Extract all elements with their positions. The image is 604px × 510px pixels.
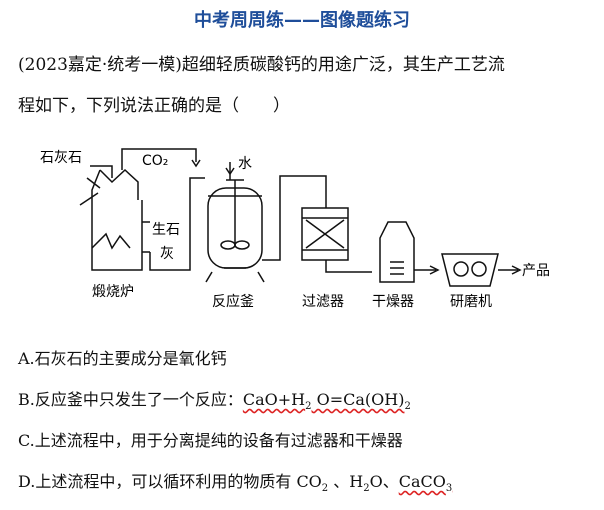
option-c[interactable]: C.上述流程中，用于分离提纯的设备有过滤器和干燥器 [18,431,403,450]
filter-label: 过滤器 [302,294,344,310]
limestone-label: 石灰石 [40,150,82,166]
reactor-shape [205,179,265,283]
kiln-label: 煅烧炉 [92,284,134,300]
page-title: 中考周周练——图像题练习 [194,10,410,31]
option-b-equation: CaO+H2 O=Ca(OH)2 [242,390,411,413]
grinder-label: 研磨机 [450,294,492,310]
filter-shape [301,207,349,261]
filter-to-dryer-line [325,260,372,273]
dryer-label: 干燥器 [372,294,414,310]
question-line-2: 程如下，下列说法正确的是（ ） [18,96,290,116]
co2-line [121,148,197,170]
water-label: 水 [238,156,252,172]
product-label: 产品 [522,263,550,279]
quicklime-label-2: 灰 [160,246,174,262]
option-b[interactable]: B.反应釜中只发生了一个反应：CaO+H2 O=Ca(OH)2 [18,386,411,412]
option-b-text: B.反应釜中只发生了一个反应： [18,390,243,409]
reactor-to-filter-line [262,175,327,261]
kiln-shape [79,168,150,271]
grinder-shape [441,253,499,287]
limestone-feed-line [90,165,113,178]
option-a[interactable]: A.石灰石的主要成分是氧化钙 [18,349,227,368]
quicklime-label-1: 生石 [152,222,180,238]
process-flow-diagram: 石灰石 CO₂ 水 生石 灰 煅烧炉 反应釜 过滤器 干燥器 研磨机 产品 [40,148,550,310]
option-d-caco3: CaCO3 [398,472,453,495]
dryer-shape [379,221,415,283]
co2-label: CO₂ [142,153,168,169]
reactor-label: 反应釜 [212,293,254,310]
option-d-text: D.上述流程中，可以循环利用的物质有 [18,472,297,491]
quicklime-line [149,177,205,271]
option-d[interactable]: D.上述流程中，可以循环利用的物质有 CO2 、H2O、CaCO3 [18,472,453,495]
question-line-1: (2023嘉定·统考一模)超细轻质碳酸钙的用途广泛，其生产工艺流 [18,55,505,75]
